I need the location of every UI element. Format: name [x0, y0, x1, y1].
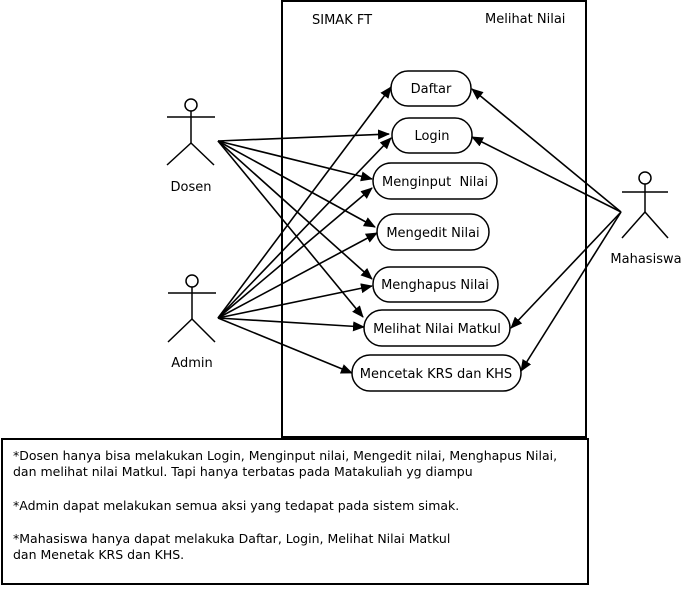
association-arrow-admin-2 — [217, 187, 373, 319]
use-case-diagram: SIMAK FT Melihat Nilai Daftar Login Meng… — [166, 0, 681, 438]
association-arrow-mahasiswa-1 — [471, 136, 622, 213]
note-admin: *Admin dapat melakukan semua aksi yang t… — [13, 498, 459, 514]
use-case-daftar[interactable]: Daftar — [390, 70, 472, 107]
use-case-label: Login — [414, 129, 449, 144]
stick-figure-icon — [621, 171, 669, 239]
use-case-mengedit-nilai[interactable]: Mengedit Nilai — [376, 213, 490, 251]
association-lines — [217, 86, 622, 374]
use-case-melihat-nilai-matkul[interactable]: Melihat Nilai Matkul — [363, 309, 511, 347]
association-arrow-dosen-4 — [217, 140, 373, 280]
stick-figure-icon — [166, 98, 215, 166]
system-title: Melihat Nilai — [485, 12, 565, 27]
use-case-menghapus-nilai[interactable]: Menghapus Nilai — [372, 266, 499, 303]
use-case-label: Menginput Nilai — [382, 175, 488, 190]
association-arrow-admin-4 — [217, 283, 373, 319]
notes-panel: *Dosen hanya bisa melakukan Login, Mengi… — [1, 438, 589, 585]
note-dosen: *Dosen hanya bisa melakukan Login, Mengi… — [13, 448, 557, 480]
actor-label-admin: Admin — [171, 356, 212, 371]
association-arrow-mahasiswa-6 — [520, 211, 622, 372]
association-arrow-dosen-5 — [217, 140, 364, 318]
actor-mahasiswa[interactable]: Mahasiswa — [610, 171, 681, 267]
note-admin-line1: *Admin dapat melakukan semua aksi yang t… — [13, 498, 460, 513]
note-dosen-line1: *Dosen hanya bisa melakukan Login, Mengi… — [13, 448, 558, 463]
association-arrow-admin-0 — [217, 86, 392, 319]
use-case-mencetak-krs-khs[interactable]: Mencetak KRS dan KHS — [351, 354, 522, 392]
actor-label-mahasiswa: Mahasiswa — [610, 252, 681, 267]
system-name: SIMAK FT — [312, 13, 372, 28]
note-dosen-line2: dan melihat nilai Matkul. Tapi hanya ter… — [13, 464, 473, 479]
note-mahasiswa-line2: dan Menetak KRS dan KHS. — [13, 547, 185, 562]
use-case-label: Daftar — [411, 82, 452, 97]
association-arrow-dosen-1 — [217, 129, 390, 142]
association-arrow-mahasiswa-5 — [510, 211, 622, 329]
use-case-menginput-nilai[interactable]: Menginput Nilai — [372, 162, 498, 200]
actor-admin[interactable]: Admin — [167, 274, 216, 371]
association-arrow-dosen-3 — [217, 140, 376, 228]
actor-dosen[interactable]: Dosen — [166, 98, 215, 195]
use-case-login[interactable]: Login — [391, 117, 473, 154]
use-case-label: Mengedit Nilai — [386, 226, 479, 241]
association-arrow-admin-3 — [217, 232, 378, 319]
association-arrow-admin-6 — [217, 317, 353, 374]
stick-figure-icon — [167, 274, 216, 343]
note-mahasiswa: *Mahasiswa hanya dapat melakuka Daftar, … — [13, 531, 450, 563]
use-case-label: Mencetak KRS dan KHS — [360, 367, 512, 382]
actor-label-dosen: Dosen — [171, 180, 212, 195]
use-case-label: Menghapus Nilai — [381, 278, 489, 293]
use-case-label: Melihat Nilai Matkul — [373, 322, 501, 337]
association-arrow-admin-1 — [217, 137, 392, 319]
note-mahasiswa-line1: *Mahasiswa hanya dapat melakuka Daftar, … — [13, 531, 451, 546]
association-arrow-dosen-2 — [217, 140, 373, 182]
association-arrow-mahasiswa-0 — [471, 88, 622, 213]
association-arrow-admin-5 — [217, 317, 365, 332]
